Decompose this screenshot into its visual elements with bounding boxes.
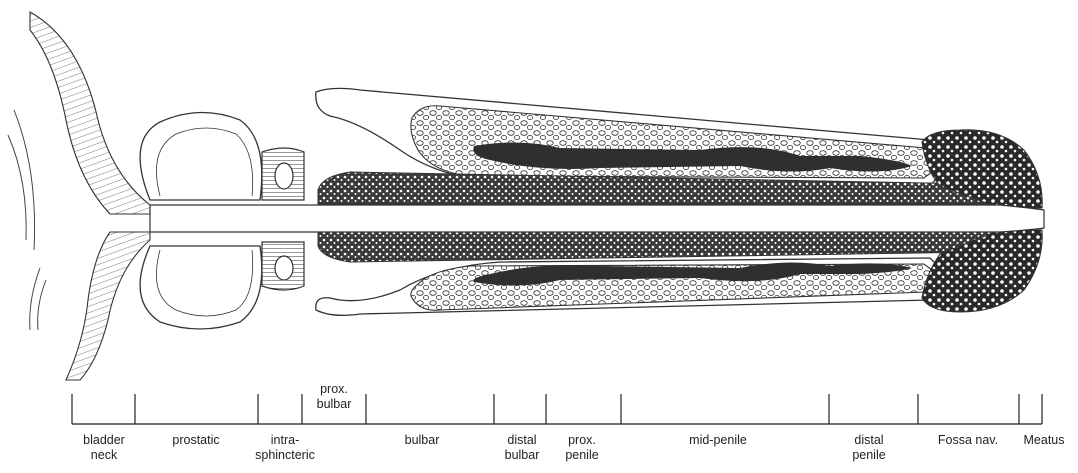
corpus-cavernosum-upper	[316, 88, 941, 186]
segment-label-intra-sphincteric: intra- sphincteric	[240, 433, 330, 463]
bladder-neck-lower-wall	[66, 232, 150, 380]
bladder-neck-upper-wall	[30, 12, 150, 214]
segment-label-mid-penile: mid-penile	[668, 433, 768, 448]
corpus-spongiosum-lower	[318, 232, 1000, 262]
segment-label-distal-bulbar: distal bulbar	[492, 433, 552, 463]
corpus-cavernosum-lower	[316, 258, 941, 315]
segment-label-prox-bulbar: prox. bulbar	[303, 382, 365, 412]
segment-label-bladder-neck: bladder neck	[62, 433, 146, 463]
segment-label-bulbar: bulbar	[386, 433, 458, 448]
urethral-lumen	[150, 205, 1044, 232]
segment-label-prox-penile: prox. penile	[552, 433, 612, 463]
segment-label-distal-penile: distal penile	[838, 433, 900, 463]
segment-ruler	[72, 394, 1042, 424]
bladder-wall-outline	[8, 110, 46, 330]
segment-label-fossa-nav: Fossa nav.	[924, 433, 1012, 448]
segment-label-meatus: Meatus	[1014, 433, 1074, 448]
segment-label-prostatic: prostatic	[150, 433, 242, 448]
